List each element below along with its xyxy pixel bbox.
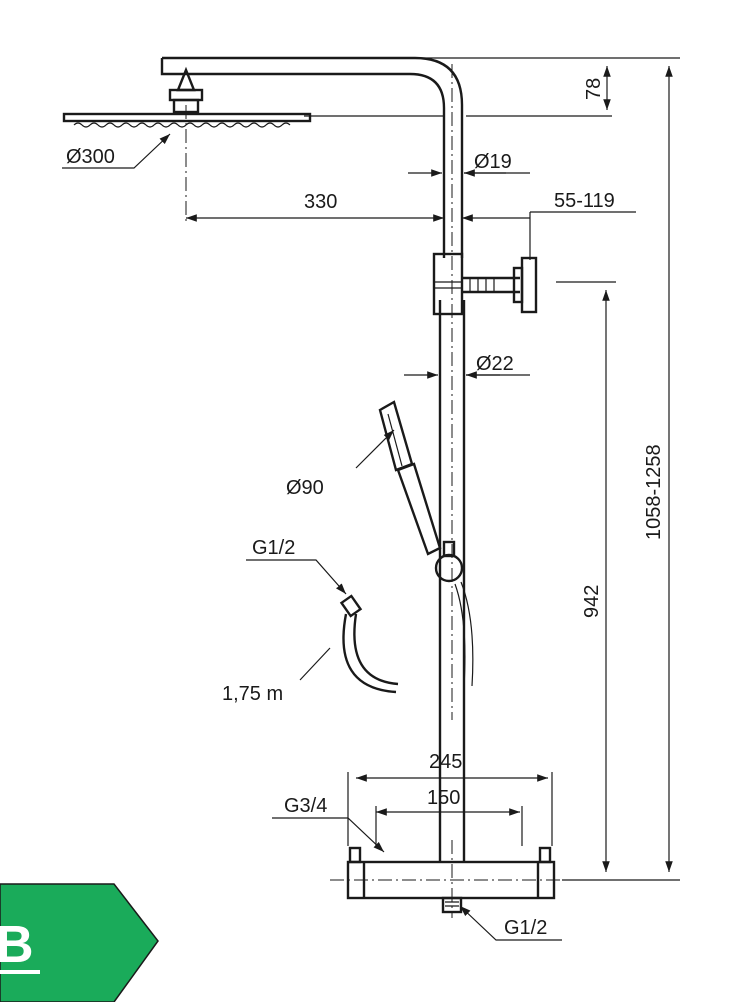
pipe-diameter-lower-label: Ø22 bbox=[476, 353, 514, 375]
hose bbox=[339, 594, 399, 694]
thermostatic-mixer bbox=[330, 840, 578, 918]
hose-length-label: 1,75 m bbox=[222, 683, 283, 705]
mixer-width-label: 245 bbox=[429, 751, 462, 773]
leaders bbox=[62, 133, 562, 941]
hose-connection-label: G1/2 bbox=[252, 537, 295, 559]
inlet-thread-label: G3/4 bbox=[284, 795, 327, 817]
shower-arm bbox=[160, 56, 464, 720]
shower-head bbox=[62, 66, 312, 225]
hand-shower-diameter-label: Ø90 bbox=[286, 477, 324, 499]
arm-height-label: 78 bbox=[583, 78, 605, 100]
adjust-range-label: 55-119 bbox=[554, 190, 615, 212]
outlet-thread-label: G1/2 bbox=[504, 917, 547, 939]
arm-reach-label: 330 bbox=[304, 191, 337, 213]
hand-shower bbox=[378, 400, 474, 687]
energy-class-letter: B bbox=[0, 916, 34, 974]
pipe-diameter-top-label: Ø19 bbox=[474, 151, 512, 173]
inlet-spacing-label: 150 bbox=[427, 787, 460, 809]
energy-class-badge: B bbox=[0, 883, 159, 1002]
total-height-label: 1058-1258 bbox=[643, 444, 665, 540]
outlet-height-label: 942 bbox=[581, 585, 603, 618]
head-diameter-label: Ø300 bbox=[66, 146, 115, 168]
height-adjust-coupling bbox=[432, 252, 538, 316]
dim-lines bbox=[186, 57, 680, 881]
